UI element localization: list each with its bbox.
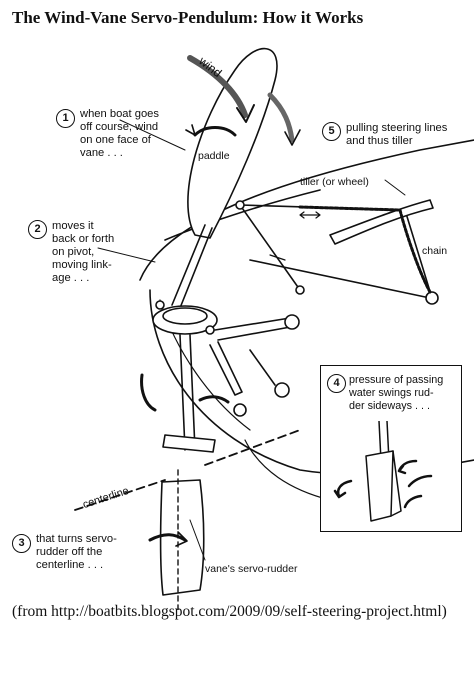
pendulum-shaft — [179, 334, 186, 451]
servo-rudder-label: vane's servo-rudder — [205, 563, 298, 575]
step-3-text: that turns servo- rudder off the centerl… — [36, 533, 117, 571]
source-citation: (from http://boatbits.blogspot.com/2009/… — [12, 603, 447, 620]
centerline — [74, 429, 301, 511]
step-2-text: moves it back or forth on pivot, moving … — [52, 220, 115, 284]
step-2-marker: 2 — [28, 220, 47, 239]
step-5-text: pulling steering lines and thus tiller — [346, 122, 448, 147]
diagram-title: The Wind-Vane Servo-Pendulum: How it Wor… — [12, 8, 364, 27]
step-5-marker: 5 — [322, 122, 341, 141]
step-4-marker: 4 — [327, 374, 346, 393]
step-3-marker: 3 — [12, 534, 31, 553]
step-4-text: pressure of passing water swings rud- de… — [349, 374, 444, 412]
inset-rudder-drawing — [333, 421, 433, 522]
step-4-inset: 4 pressure of passing water swings rud- … — [320, 365, 462, 532]
tiller — [329, 199, 434, 245]
wind-vane — [187, 47, 278, 239]
inset-rudder — [365, 450, 394, 522]
chain — [298, 205, 432, 294]
chain-label: chain — [422, 245, 448, 257]
pivot-ring — [152, 305, 218, 335]
wind-arrow — [187, 55, 248, 118]
tiller-label: tiller (or wheel) — [300, 176, 369, 188]
linkage-arm — [214, 317, 297, 341]
servo-pendulum-drawing — [74, 47, 474, 610]
paddle-label: paddle — [198, 150, 230, 162]
vane-motion-arrow — [193, 126, 237, 137]
step-1-text: when boat goes off course, wind on one f… — [80, 108, 159, 159]
step-1-marker: 1 — [56, 109, 75, 128]
